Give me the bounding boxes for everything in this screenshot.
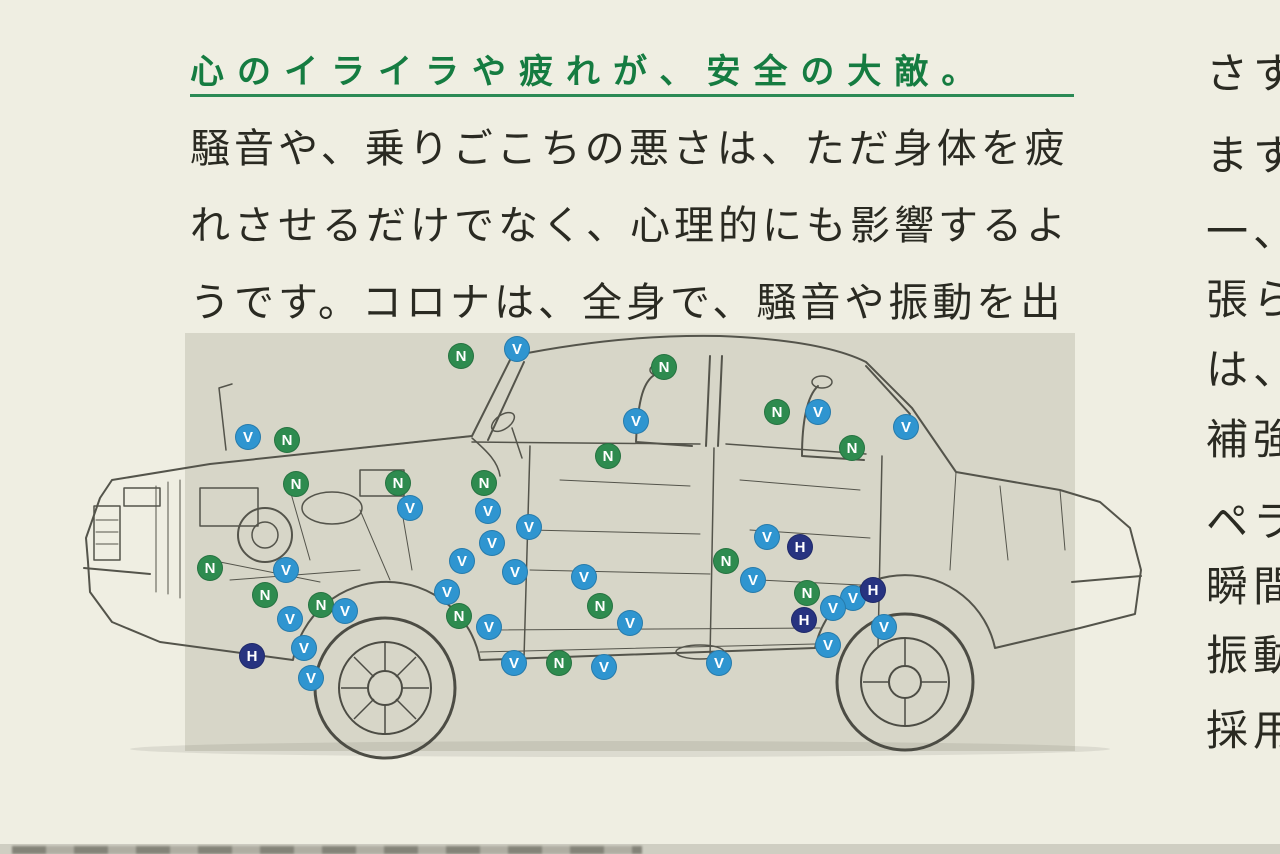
body-line: うです。コロナは、全身で、騒音や振動を出 (190, 280, 1065, 325)
scan-edge-artifact (12, 846, 642, 854)
right-column-fragment: 瞬間 (1206, 565, 1280, 611)
page-bottom-scan-edge (0, 844, 1280, 854)
right-column-fragment: 張ら (1206, 278, 1280, 324)
right-column-fragment: 一、 (1206, 210, 1280, 256)
right-column-fragment: 振動 (1206, 634, 1280, 680)
right-column-fragment: ペラ (1206, 500, 1280, 546)
body-line: 騒音や、乗りごこちの悪さは、ただ身体を疲 (190, 126, 1069, 171)
page-title: 心のイライラや疲れが、安全の大敵。 (190, 53, 989, 91)
right-column-fragment: さす (1206, 52, 1280, 98)
right-column-fragment: は、 (1206, 348, 1280, 394)
body-text: 騒音や、乗りごこちの悪さは、ただ身体を疲 れさせるだけでなく、心理的にも影響する… (190, 110, 1070, 341)
right-column-fragment: 補強 (1206, 418, 1280, 464)
right-column-fragment: 採用 (1206, 709, 1280, 755)
car-cutaway-illustration (83, 334, 1142, 760)
body-line: れさせるだけでなく、心理的にも影響するよ (190, 203, 1070, 248)
right-column-fragment: ます (1206, 134, 1280, 180)
headline-underline (190, 94, 1074, 97)
